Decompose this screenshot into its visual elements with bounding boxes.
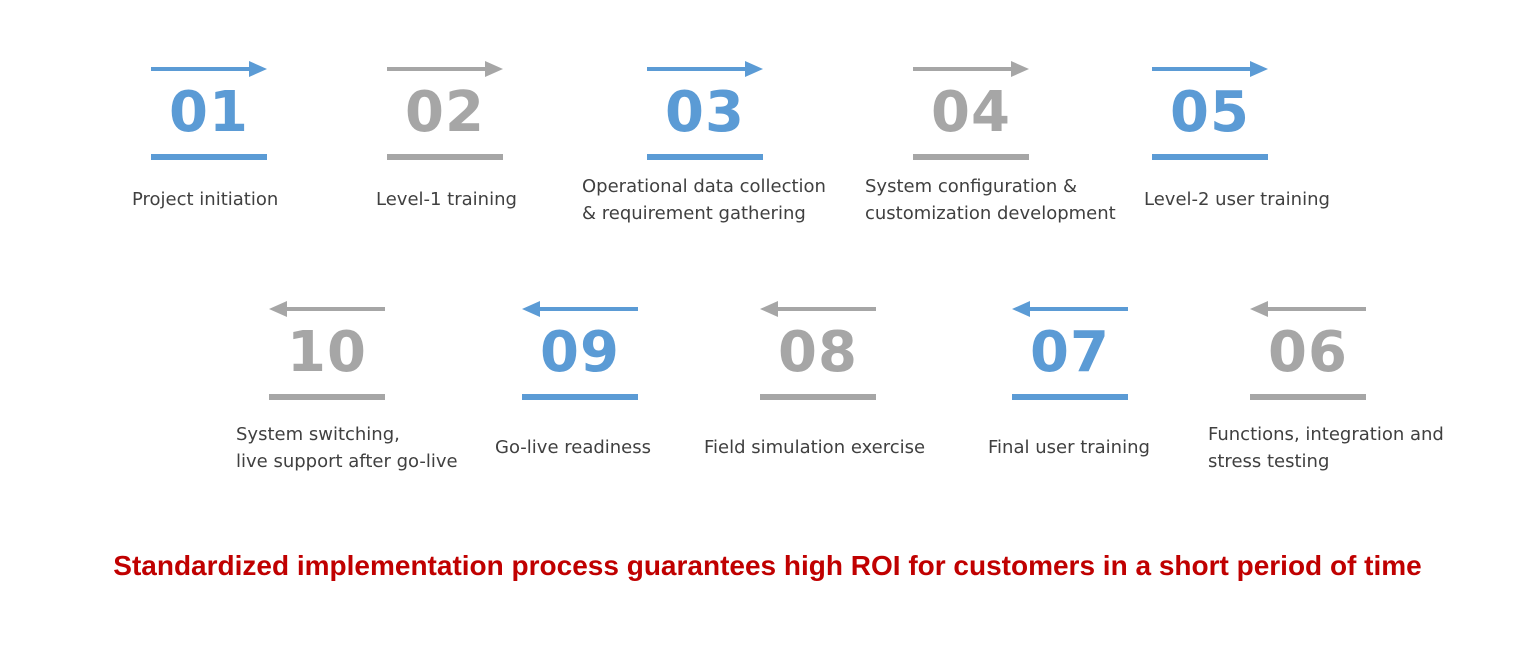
step-underline: [913, 154, 1029, 160]
step-04: 04: [913, 60, 1029, 170]
step-10: 10: [269, 300, 385, 410]
step-09: 09: [522, 300, 638, 410]
step-label: Operational data collection & requiremen…: [582, 176, 826, 224]
step-08: 08: [760, 300, 876, 410]
step-06: 06: [1250, 300, 1366, 410]
arrow-left-icon: [1250, 301, 1366, 317]
step-03: 03: [647, 60, 763, 170]
step-underline: [387, 154, 503, 160]
step-label: Functions, integration and stress testin…: [1208, 424, 1444, 472]
arrow-right-icon: [387, 61, 503, 77]
step-underline: [522, 394, 638, 400]
arrow-right-icon: [151, 61, 267, 77]
arrow-left-icon: [760, 301, 876, 317]
step-underline: [1250, 394, 1366, 400]
step-label: Field simulation exercise: [704, 437, 926, 458]
step-label: Final user training: [988, 437, 1150, 458]
step-02: 02: [387, 60, 503, 170]
step-number: 07: [1030, 320, 1110, 385]
step-01: 01: [151, 60, 267, 170]
step-underline: [760, 394, 876, 400]
arrow-left-icon: [522, 301, 638, 317]
step-underline: [151, 154, 267, 160]
step-label: System switching, live support after go-…: [236, 424, 458, 472]
step-number: 06: [1268, 320, 1348, 385]
step-number: 10: [287, 320, 367, 385]
step-number: 04: [931, 80, 1011, 145]
arrow-right-icon: [1152, 61, 1268, 77]
step-label: Project initiation: [132, 189, 279, 210]
arrow-right-icon: [913, 61, 1029, 77]
step-underline: [647, 154, 763, 160]
step-number: 03: [665, 80, 745, 145]
step-number: 01: [169, 80, 249, 145]
step-label: Level-2 user training: [1144, 189, 1330, 210]
step-underline: [269, 394, 385, 400]
step-label: System configuration & customization dev…: [865, 176, 1116, 224]
step-05: 05: [1152, 60, 1268, 170]
arrow-left-icon: [1012, 301, 1128, 317]
step-number: 02: [405, 80, 485, 145]
step-07: 07: [1012, 300, 1128, 410]
footer-tagline: Standardized implementation process guar…: [113, 550, 1422, 581]
step-label: Go-live readiness: [495, 437, 652, 458]
step-underline: [1152, 154, 1268, 160]
arrow-left-icon: [269, 301, 385, 317]
arrow-right-icon: [647, 61, 763, 77]
step-number: 05: [1170, 80, 1250, 145]
step-underline: [1012, 394, 1128, 400]
step-number: 08: [778, 320, 858, 385]
step-number: 09: [540, 320, 620, 385]
step-label: Level-1 training: [376, 189, 517, 210]
